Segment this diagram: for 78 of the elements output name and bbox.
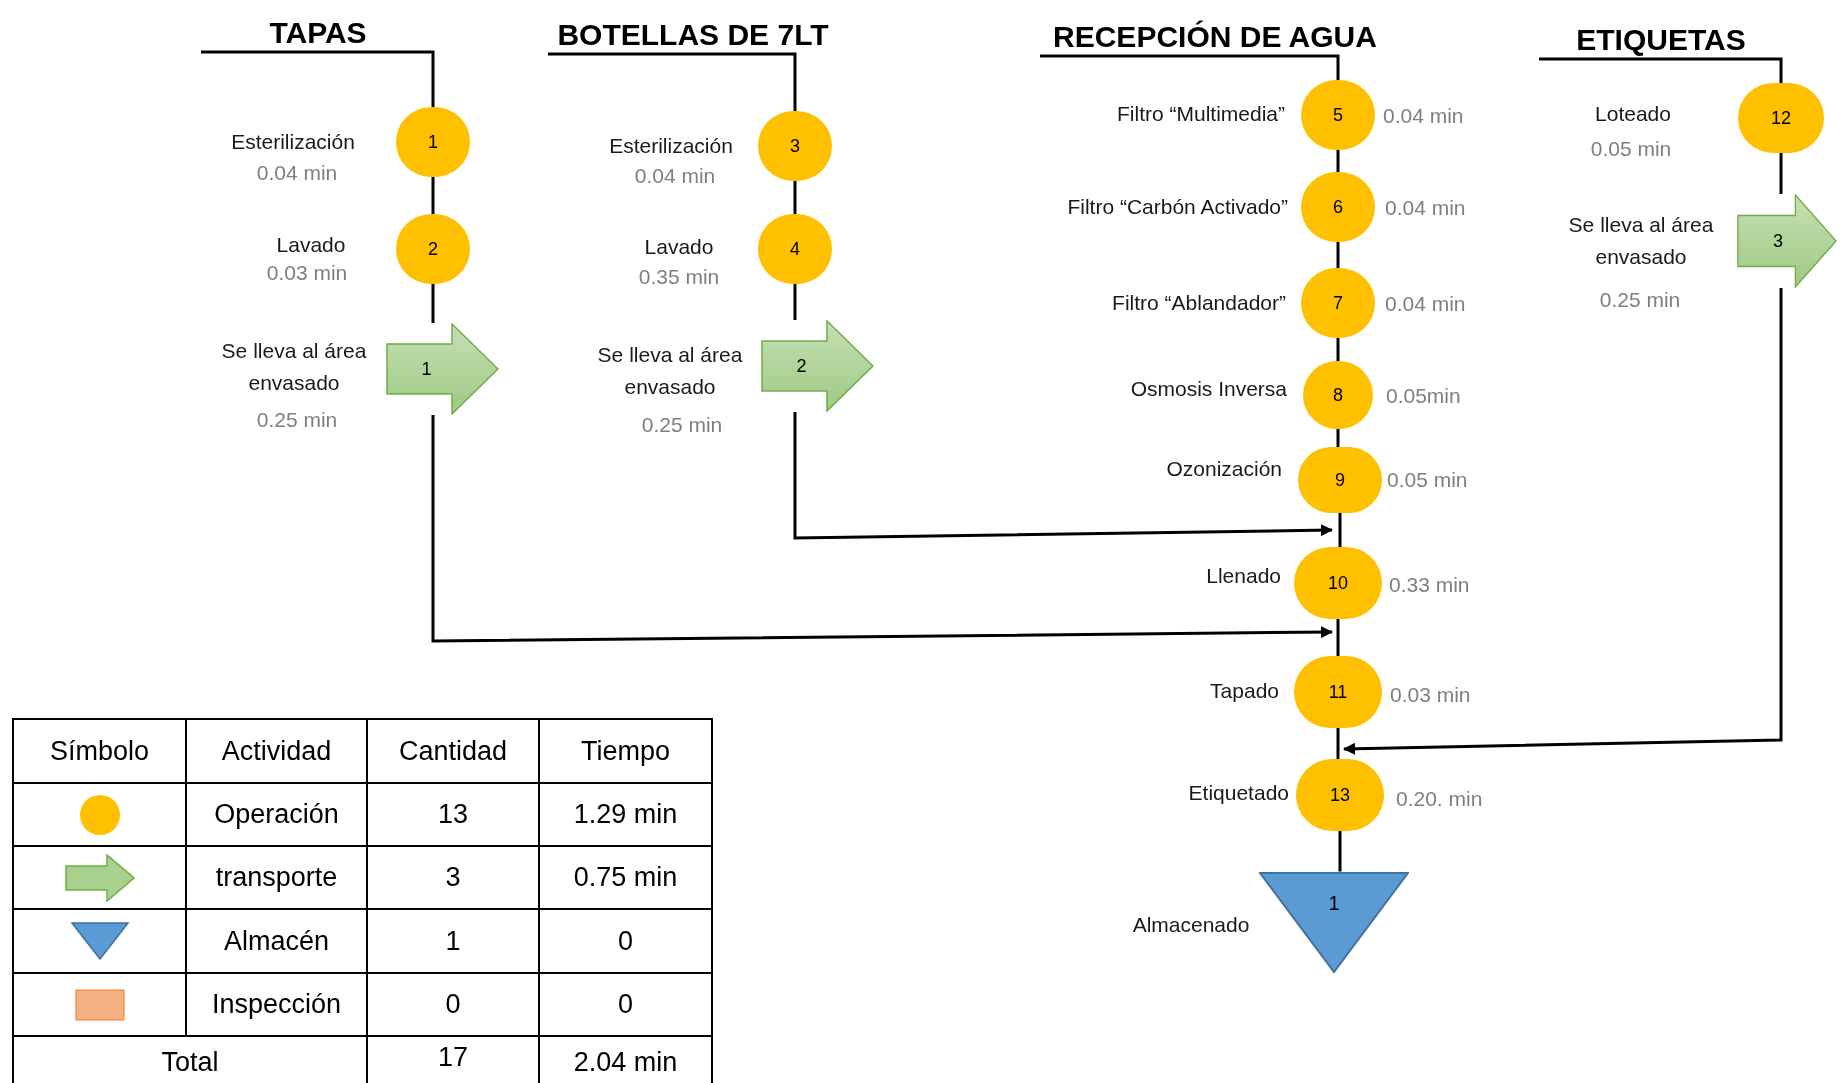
step-name: Se lleva al área envasado xyxy=(596,342,744,400)
flow-line xyxy=(1040,54,1340,80)
step-name: Filtro “Carbón Activado” xyxy=(1067,194,1288,220)
flow-line xyxy=(793,284,797,320)
step-time: 0.04 min xyxy=(1385,195,1466,221)
flow-arrow xyxy=(793,412,1333,540)
activity-name: Inspección xyxy=(186,973,367,1036)
flow-line xyxy=(793,181,797,214)
step-time: 0.05min xyxy=(1386,383,1461,409)
quantity-value: 3 xyxy=(367,846,539,909)
time-value: 1.29 min xyxy=(539,783,712,846)
flow-arrow xyxy=(1343,288,1783,755)
step-time: 0.04 min xyxy=(1385,291,1466,317)
step-time: 0.35 min xyxy=(638,264,720,290)
activity-name: transporte xyxy=(186,846,367,909)
flow-line xyxy=(1336,619,1340,656)
step-time: 0.05 min xyxy=(1590,136,1672,162)
step-time: 0.25 min xyxy=(641,412,723,438)
storage-triangle: 1 xyxy=(1259,871,1409,973)
step-name: Almacenado xyxy=(1132,912,1250,938)
step-name: Etiquetado xyxy=(1188,780,1289,806)
step-time: 0.03 min xyxy=(1390,682,1471,708)
flow-line xyxy=(548,52,797,111)
step-name: Filtro “Multimedia” xyxy=(1116,101,1285,127)
time-value: 0.75 min xyxy=(539,846,712,909)
step-time: 0.05 min xyxy=(1387,467,1468,493)
flow-arrow xyxy=(431,415,1333,643)
step-time: 0.04 min xyxy=(256,160,338,186)
flow-line xyxy=(431,177,435,214)
flow-line xyxy=(1336,429,1340,447)
column-heading: RECEPCIÓN DE AGUA xyxy=(1040,16,1390,56)
step-name: Lavado xyxy=(276,232,346,258)
time-value: 0 xyxy=(539,973,712,1036)
step-time: 0.04 min xyxy=(1383,103,1464,129)
flow-line xyxy=(1336,728,1340,759)
column-header: Cantidad xyxy=(367,719,539,783)
transport-arrow: 2 xyxy=(760,320,874,412)
quantity-value: 13 xyxy=(367,783,539,846)
flow-line xyxy=(431,284,435,323)
flow-line xyxy=(1336,338,1340,361)
step-time: 0.20. min xyxy=(1396,786,1483,812)
step-time: 0.33 min xyxy=(1389,572,1470,598)
step-name: Se lleva al área envasado xyxy=(220,338,368,396)
flow-line xyxy=(1336,150,1340,172)
step-time: 0.25 min xyxy=(1599,287,1681,313)
quantity-value: 0 xyxy=(367,973,539,1036)
column-heading: TAPAS xyxy=(201,12,435,52)
activity-name: Almacén xyxy=(186,909,367,973)
flow-line xyxy=(1338,831,1342,872)
step-name: Se lleva al área envasado xyxy=(1567,212,1715,270)
transport-arrow: 3 xyxy=(1737,194,1837,288)
step-name: Esterilización xyxy=(609,133,733,159)
flow-line xyxy=(1336,242,1340,268)
step-name: Osmosis Inversa xyxy=(1130,376,1287,402)
flow-line xyxy=(1539,57,1783,83)
step-name: Lavado xyxy=(644,234,714,260)
flow-line xyxy=(1338,513,1342,547)
column-header: Tiempo xyxy=(539,719,712,783)
transport-arrow: 1 xyxy=(385,323,499,415)
step-name: Tapado xyxy=(1210,678,1279,704)
quantity-value: 1 xyxy=(367,909,539,973)
column-header: Actividad xyxy=(186,719,367,783)
step-time: 0.03 min xyxy=(266,260,348,286)
total-label: Total xyxy=(13,1036,367,1083)
column-heading: BOTELLAS DE 7LT xyxy=(548,14,838,54)
activity-name: Operación xyxy=(186,783,367,846)
step-name: Llenado xyxy=(1206,563,1281,589)
column-header: Símbolo xyxy=(13,719,186,783)
step-name: Filtro “Ablandador” xyxy=(1112,290,1286,316)
flow-line xyxy=(1779,153,1783,194)
step-name: Loteado xyxy=(1595,101,1671,127)
time-value: 0 xyxy=(539,909,712,973)
step-name: Ozonización xyxy=(1166,456,1282,482)
flow-line xyxy=(201,50,435,107)
step-time: 0.25 min xyxy=(256,407,338,433)
step-name: Esterilización xyxy=(231,129,355,155)
column-heading: ETIQUETAS xyxy=(1539,19,1783,59)
step-time: 0.04 min xyxy=(634,163,716,189)
